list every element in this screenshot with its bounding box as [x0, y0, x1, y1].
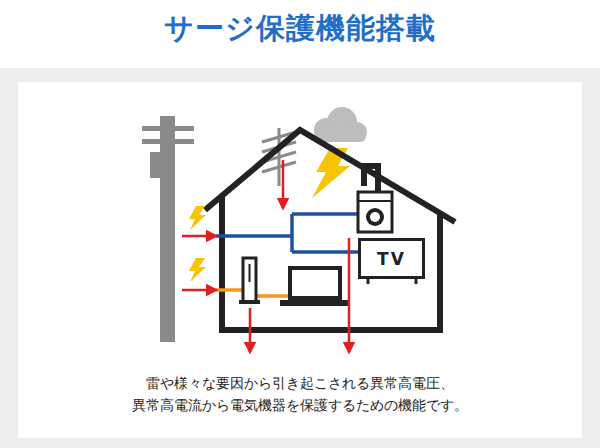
background-band [0, 68, 600, 448]
washing-machine [358, 192, 392, 232]
tv-screen: TV [358, 238, 425, 279]
surge-arrow [250, 238, 349, 352]
surge-arrow [282, 160, 285, 208]
laptop [280, 268, 350, 306]
router [239, 258, 260, 304]
node-label: TV [377, 249, 406, 269]
lightning-icon [189, 206, 206, 282]
title: サージ保護機能搭載 [0, 10, 600, 48]
utility-pole [142, 116, 194, 342]
surge-arrow [182, 236, 216, 290]
panel [18, 82, 582, 438]
power-line [216, 214, 358, 252]
cloud [314, 107, 367, 142]
house-outline [205, 130, 455, 330]
caption: 雷や様々な要因から引き起こされる異常高電圧、 異常高電流から電気機器を保護するた… [90, 372, 510, 417]
